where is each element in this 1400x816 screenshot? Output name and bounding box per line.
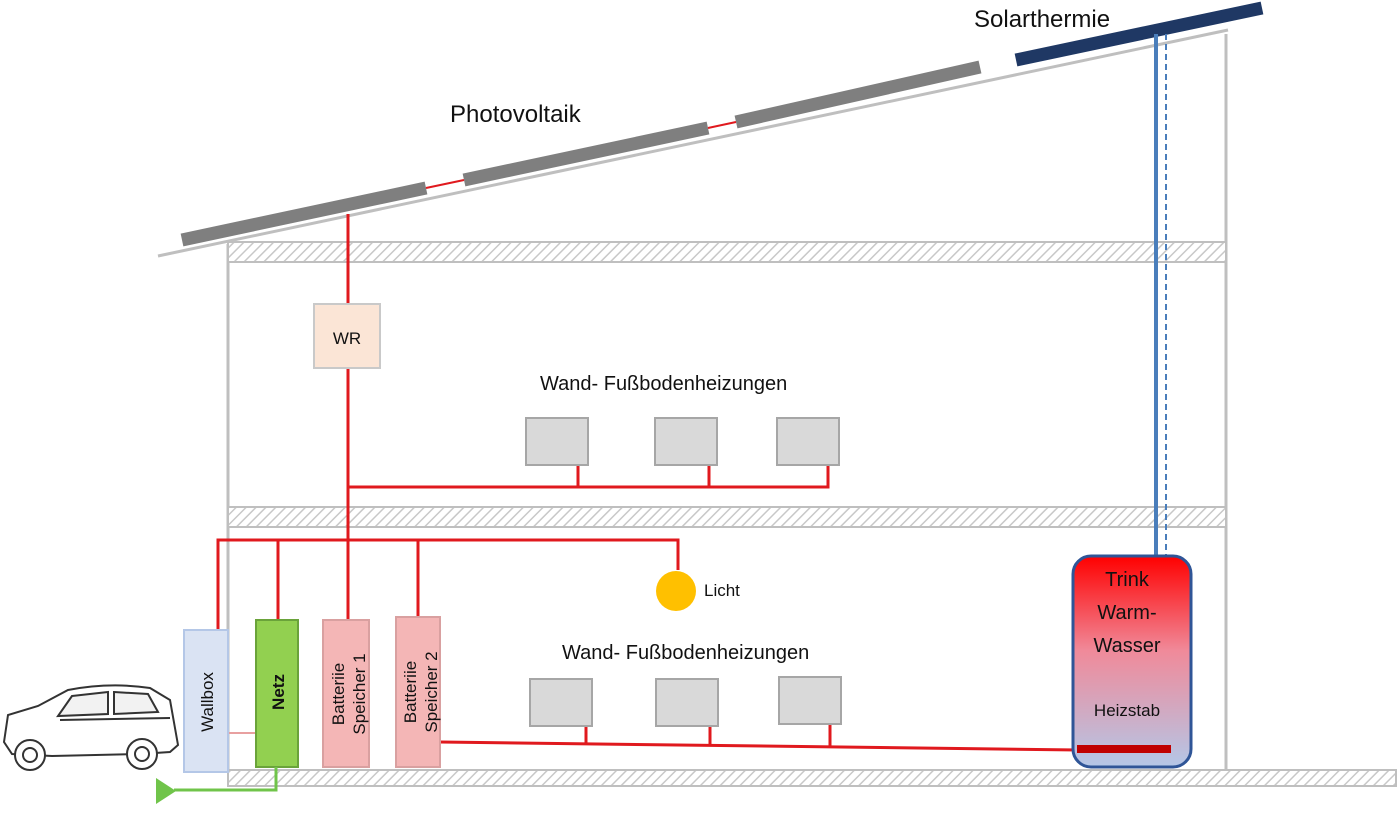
ceiling-top xyxy=(227,241,1227,263)
licht-label: Licht xyxy=(704,581,740,600)
tank-label-line2: Warm- xyxy=(1097,602,1156,624)
tank-label-line1: Trink xyxy=(1105,569,1150,591)
batterie-1-line1: Batteriie xyxy=(329,663,348,725)
batterie-2-line1: Batteriie xyxy=(401,661,420,723)
heizung-upper-label: Wand- Fußbodenheizungen xyxy=(540,373,787,395)
solarthermie-label: Solarthermie xyxy=(974,6,1110,33)
heater-upper-1 xyxy=(525,417,589,466)
heizstab-label: Heizstab xyxy=(1094,701,1160,720)
wallbox-box xyxy=(183,629,229,773)
trinkwarmwasser-tank xyxy=(1071,554,1193,769)
photovoltaik-label: Photovoltaik xyxy=(450,101,582,128)
car-icon xyxy=(2,684,180,771)
heater-lower-2 xyxy=(655,678,719,727)
pv-panel-3 xyxy=(734,60,982,129)
batterie-speicher-2-box xyxy=(395,616,441,768)
pv-connector-1 xyxy=(425,179,465,189)
heater-lower-1 xyxy=(529,678,593,727)
tank-label-line3: Wasser xyxy=(1093,635,1160,657)
lamp-icon xyxy=(656,571,696,611)
heizstab-bar xyxy=(1077,745,1171,753)
grid-feed-line xyxy=(174,767,278,792)
batterie-speicher-1-box xyxy=(322,619,370,768)
roof-line xyxy=(157,28,1229,258)
netz-label: Netz xyxy=(269,674,288,710)
ground-floor xyxy=(227,769,1397,787)
ceiling-middle xyxy=(227,506,1227,528)
solarthermie-panel xyxy=(1014,1,1264,67)
heizung-lower-label: Wand- Fußbodenheizungen xyxy=(562,642,809,664)
batterie-1-line2: Speicher 1 xyxy=(350,653,369,734)
wr-box xyxy=(313,303,381,369)
heater-lower-3 xyxy=(778,676,842,725)
pv-panel-1 xyxy=(180,181,428,247)
batterie-2-line2: Speicher 2 xyxy=(422,651,441,732)
power-wiring xyxy=(216,214,1079,752)
heater-upper-3 xyxy=(776,417,840,466)
pv-panel-2 xyxy=(462,121,710,187)
wr-label: WR xyxy=(333,329,361,348)
pv-connector-2 xyxy=(707,121,737,129)
grid-feed-arrow-icon xyxy=(156,778,176,804)
wallbox-label: Wallbox xyxy=(198,672,217,732)
heater-upper-2 xyxy=(654,417,718,466)
